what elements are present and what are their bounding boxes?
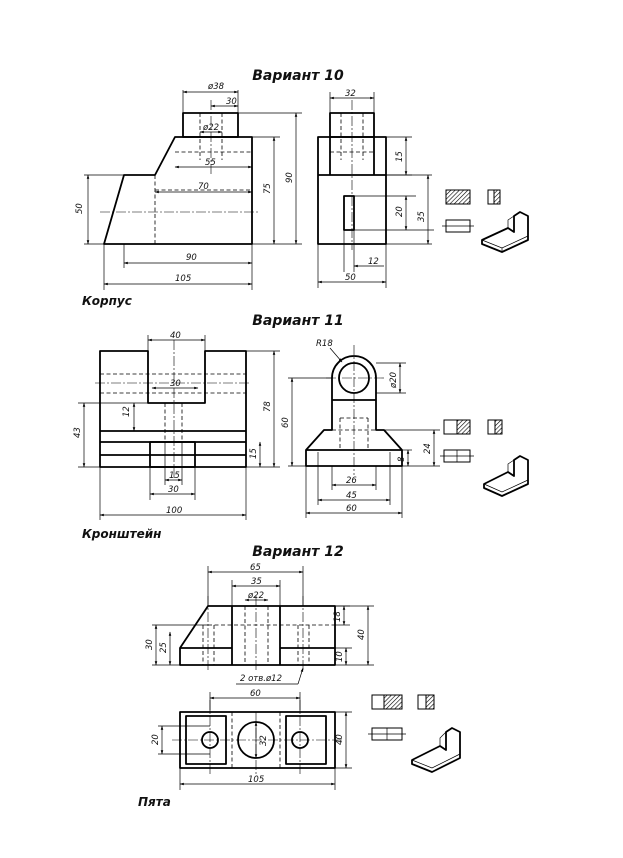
v10-dim-30: 30 xyxy=(226,97,237,107)
v10-dim-70: 70 xyxy=(198,182,209,192)
v11-dim-40: 40 xyxy=(170,331,181,341)
v11-dim-24: 24 xyxy=(423,443,433,454)
v10-legend xyxy=(442,189,529,253)
v12-dim-25: 25 xyxy=(159,642,169,653)
v11-dim-d20: ø20 xyxy=(389,372,399,389)
v10-dim-s35: 35 xyxy=(417,211,427,222)
v11-dim-8: 8 xyxy=(397,456,407,462)
v12-front-view: 65 35 ø22 18 30 25 40 10 2 xyxy=(145,563,374,685)
v12-dim-p20: 20 xyxy=(151,734,161,745)
v10-dim-75: 75 xyxy=(263,183,273,194)
variant-10: Вариант 10 ø38 30 ø22 55 70 xyxy=(75,68,529,308)
v11-dim-15v: 15 xyxy=(249,448,259,459)
v10-dim-s20: 20 xyxy=(395,206,405,217)
v10-dim-d22: ø22 xyxy=(202,123,219,133)
v11-dim-60: 60 xyxy=(346,504,357,514)
v10-dim-50: 50 xyxy=(75,203,85,214)
v11-part-name: Кронштейн xyxy=(82,527,161,541)
v11-dim-60v: 60 xyxy=(281,417,291,428)
v11-dim-30a: 30 xyxy=(170,379,181,389)
v10-part-name: Корпус xyxy=(82,294,132,308)
v11-dim-30: 30 xyxy=(168,485,179,495)
v12-dim-60: 60 xyxy=(250,689,261,699)
v12-dim-p32: 32 xyxy=(259,735,269,746)
v11-front-view: 40 30 12 43 78 15 15 30 10 xyxy=(73,331,280,520)
v10-dim-90: 90 xyxy=(186,253,197,263)
v12-dim-30: 30 xyxy=(145,639,155,650)
v11-dim-26: 26 xyxy=(346,476,357,486)
v11-dim-43: 43 xyxy=(73,427,83,438)
v10-front-view: ø38 30 ø22 55 70 50 90 105 75 xyxy=(75,82,302,290)
variant-11: Вариант 11 40 30 12 43 xyxy=(73,313,529,541)
variant-12: Вариант 12 65 35 xyxy=(138,544,461,809)
v10-dim-55: 55 xyxy=(205,158,216,168)
v12-part-name: Пята xyxy=(138,795,171,809)
v11-side-view: R18 ø20 60 24 8 26 45 xyxy=(281,339,440,518)
v12-dim-10: 10 xyxy=(335,651,345,662)
v11-dim-12: 12 xyxy=(122,406,132,417)
v12-dim-18: 18 xyxy=(333,611,343,622)
v12-dim-holes: 2 отв.ø12 xyxy=(240,674,282,684)
v11-dim-15: 15 xyxy=(169,471,180,481)
v12-legend xyxy=(368,694,461,773)
v10-dim-s15: 15 xyxy=(395,151,405,162)
v11-dim-100: 100 xyxy=(166,506,182,516)
v12-dim-p105: 105 xyxy=(248,775,264,785)
variant-12-title: Вариант 12 xyxy=(252,544,344,560)
v12-dim-d22: ø22 xyxy=(247,591,264,601)
v10-side-view: 32 15 20 35 12 50 xyxy=(317,89,434,288)
v10-dim-s32: 32 xyxy=(345,89,356,99)
v11-dim-r18: R18 xyxy=(316,339,333,349)
v10-dim-s50: 50 xyxy=(345,273,356,283)
variant-11-title: Вариант 11 xyxy=(252,313,344,329)
v11-dim-78: 78 xyxy=(263,401,273,412)
v10-dim-90v: 90 xyxy=(285,172,295,183)
v12-dim-65: 65 xyxy=(250,563,261,573)
v11-legend xyxy=(440,419,529,497)
variant-10-title: Вариант 10 xyxy=(252,68,344,84)
v12-dim-p40: 40 xyxy=(335,734,345,745)
v10-dim-s12: 12 xyxy=(368,257,379,267)
v12-top-view: 60 20 32 40 105 xyxy=(151,689,352,790)
v11-dim-45: 45 xyxy=(346,491,357,501)
v12-dim-40v: 40 xyxy=(357,629,367,640)
v10-dim-d38: ø38 xyxy=(207,82,225,92)
v12-dim-35: 35 xyxy=(251,577,262,587)
v10-dim-105: 105 xyxy=(175,274,191,284)
